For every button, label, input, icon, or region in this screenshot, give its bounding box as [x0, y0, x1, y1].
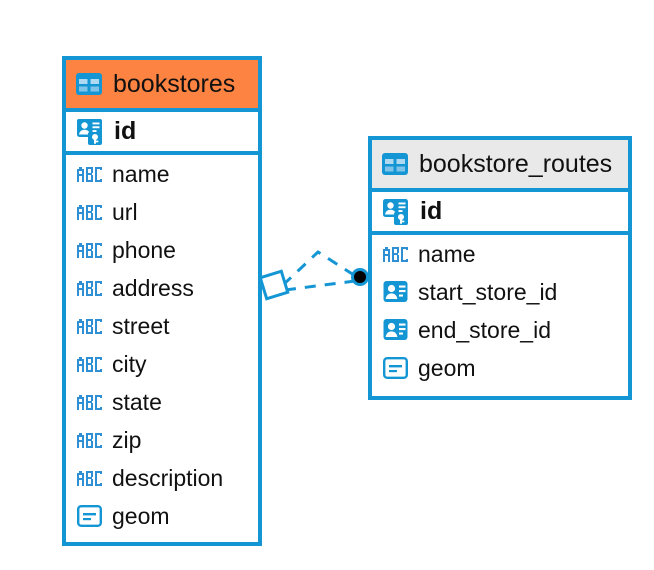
field-label: start_store_id: [418, 278, 558, 305]
text-field-icon: [77, 318, 102, 334]
field-label: geom: [112, 502, 170, 529]
foreign-key-icon: [383, 318, 408, 342]
text-field-icon: [383, 246, 408, 262]
table-icon: [382, 153, 408, 175]
field-row-description[interactable]: description: [66, 459, 258, 497]
field-row-url[interactable]: url: [66, 193, 258, 231]
text-field-icon: [77, 432, 102, 448]
field-row-address[interactable]: address: [66, 269, 258, 307]
field-row-phone[interactable]: phone: [66, 231, 258, 269]
relationship-line-end-store-id[interactable]: [284, 279, 356, 292]
text-field-icon: [77, 242, 102, 258]
entity-table-bookstore-routes[interactable]: bookstore_routes id: [368, 136, 632, 400]
field-row-primary-key[interactable]: id: [372, 188, 628, 235]
field-row-zip[interactable]: zip: [66, 421, 258, 459]
field-row-start-store-id[interactable]: start_store_id: [372, 273, 628, 311]
entity-header-bookstore-routes[interactable]: bookstore_routes: [372, 140, 628, 188]
text-field-icon: [77, 356, 102, 372]
field-row-name[interactable]: name: [372, 235, 628, 273]
text-field-icon: [77, 470, 102, 486]
field-row-street[interactable]: street: [66, 307, 258, 345]
geometry-field-icon: [77, 505, 103, 528]
field-row-geom[interactable]: geom: [372, 349, 628, 387]
field-label: zip: [112, 426, 142, 453]
field-row-primary-key[interactable]: id: [66, 108, 258, 155]
field-row-city[interactable]: city: [66, 345, 258, 383]
relationship-line-start-store-id[interactable]: [281, 250, 358, 287]
field-label: state: [112, 388, 162, 415]
text-field-icon: [77, 166, 102, 182]
field-row-name[interactable]: name: [66, 155, 258, 193]
field-list-bookstore-routes: name start_store_id: [372, 235, 628, 387]
field-label: city: [112, 350, 147, 377]
field-label: phone: [112, 236, 176, 263]
entity-title-bookstores: bookstores: [113, 69, 236, 98]
field-label: end_store_id: [418, 316, 551, 343]
field-label: url: [112, 198, 138, 225]
field-label: description: [112, 464, 224, 491]
field-label: address: [112, 274, 194, 301]
field-label: name: [112, 160, 170, 187]
field-list-bookstores: name url: [66, 155, 258, 535]
field-row-geom[interactable]: geom: [66, 497, 258, 535]
field-row-state[interactable]: state: [66, 383, 258, 421]
diamond-marker[interactable]: [258, 269, 290, 301]
filled-circle-marker[interactable]: [351, 268, 369, 286]
field-label: street: [112, 312, 170, 339]
text-field-icon: [77, 204, 102, 220]
primary-key-label: id: [114, 117, 137, 145]
field-row-end-store-id[interactable]: end_store_id: [372, 311, 628, 349]
table-icon: [76, 73, 102, 95]
entity-header-bookstores[interactable]: bookstores: [66, 60, 258, 108]
entity-title-bookstore-routes: bookstore_routes: [419, 149, 613, 178]
field-label: name: [418, 240, 476, 267]
field-label: geom: [418, 354, 476, 381]
geometry-field-icon: [383, 357, 409, 380]
primary-key-label: id: [420, 197, 443, 225]
primary-key-icon: [76, 118, 103, 145]
text-field-icon: [77, 280, 102, 296]
foreign-key-icon: [383, 280, 408, 304]
primary-key-icon: [382, 198, 409, 225]
entity-table-bookstores[interactable]: bookstores id: [62, 56, 262, 546]
text-field-icon: [77, 394, 102, 410]
